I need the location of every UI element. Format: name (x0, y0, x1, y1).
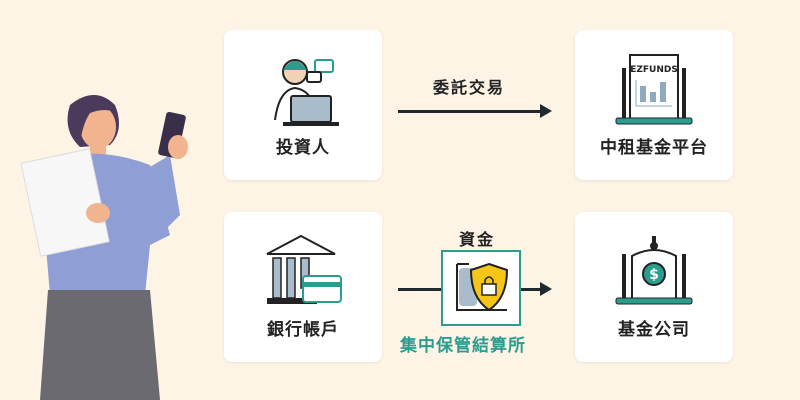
investor-label: 投資人 (276, 138, 330, 158)
fund-company-label: 基金公司 (618, 320, 690, 340)
platform-card: EZFUNDS 中租基金平台 (575, 30, 733, 180)
funds-label: 資金 (459, 230, 496, 249)
bank-label: 銀行帳戶 (267, 320, 339, 340)
money-shield-lock-icon (456, 262, 509, 312)
fund-company-card: $ 基金公司 (575, 212, 733, 362)
investor-laptop-icon (274, 59, 339, 126)
bank-card: 銀行帳戶 (224, 212, 382, 362)
custodian-label: 集中保管結算所 (400, 336, 526, 356)
delegate-trade-label: 委託交易 (433, 78, 506, 97)
custodian-box (441, 250, 521, 326)
ezfunds-logo-text: EZFUNDS (630, 65, 678, 75)
investor-card: 投資人 (224, 30, 382, 180)
svg-text:$: $ (649, 267, 659, 283)
fund-company-building-icon: $ (615, 236, 693, 305)
bank-building-icon (266, 234, 342, 304)
platform-label: 中租基金平台 (600, 138, 708, 158)
platform-laptop-icon: EZFUNDS (615, 54, 693, 125)
delegate-trade-arrow (398, 104, 552, 118)
woman-holding-phone-illustration (20, 95, 188, 400)
